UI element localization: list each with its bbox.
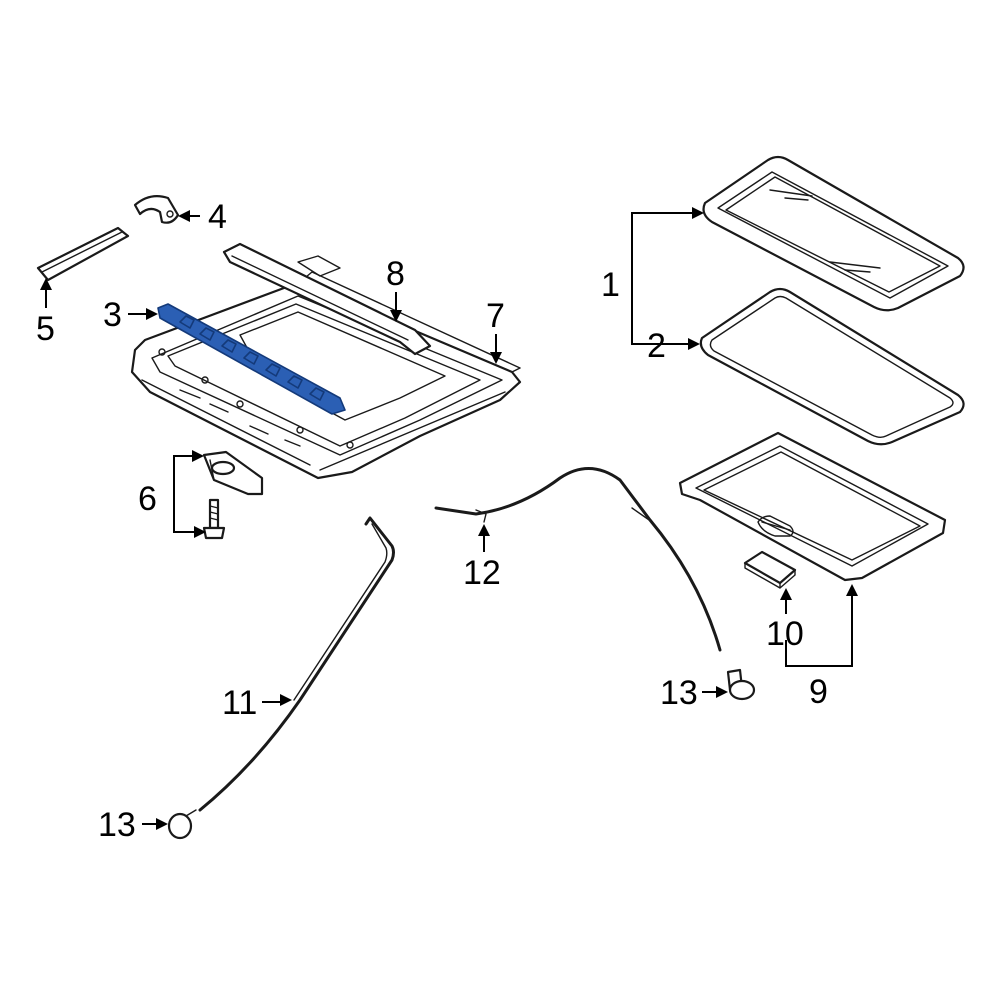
callout-8: 8 xyxy=(386,255,405,293)
rear-drain-hose[interactable] xyxy=(434,467,722,652)
front-drain-hose[interactable] xyxy=(198,516,395,812)
mount-bracket[interactable] xyxy=(202,450,264,496)
callout-6: 6 xyxy=(138,480,157,518)
hose-grommet-right[interactable] xyxy=(726,668,756,701)
hose-grommet-left[interactable] xyxy=(167,809,197,840)
callout-3: 3 xyxy=(103,296,122,334)
callout-13-left: 13 xyxy=(98,806,136,844)
callout-1: 1 xyxy=(601,266,620,304)
callout-12: 12 xyxy=(463,554,501,592)
callout-9: 9 xyxy=(809,673,828,711)
callout-11: 11 xyxy=(222,684,257,722)
callout-5: 5 xyxy=(36,310,55,348)
glass-seal[interactable] xyxy=(699,287,965,446)
weatherstrip[interactable] xyxy=(36,226,130,282)
sunshade-pad[interactable] xyxy=(743,550,797,589)
leader-lines xyxy=(40,207,858,830)
sunshade[interactable] xyxy=(678,431,947,582)
mount-bolt[interactable] xyxy=(202,498,226,540)
callout-10: 10 xyxy=(766,615,804,653)
frame-rail[interactable] xyxy=(222,242,432,356)
callout-4: 4 xyxy=(208,198,227,236)
callout-7: 7 xyxy=(486,297,505,335)
bracket-clip[interactable] xyxy=(133,195,180,224)
callout-13-right: 13 xyxy=(660,674,698,712)
sunroof-glass-panel[interactable] xyxy=(702,155,965,312)
callout-2: 2 xyxy=(647,327,666,365)
wind-deflector-strip[interactable] xyxy=(157,303,346,415)
